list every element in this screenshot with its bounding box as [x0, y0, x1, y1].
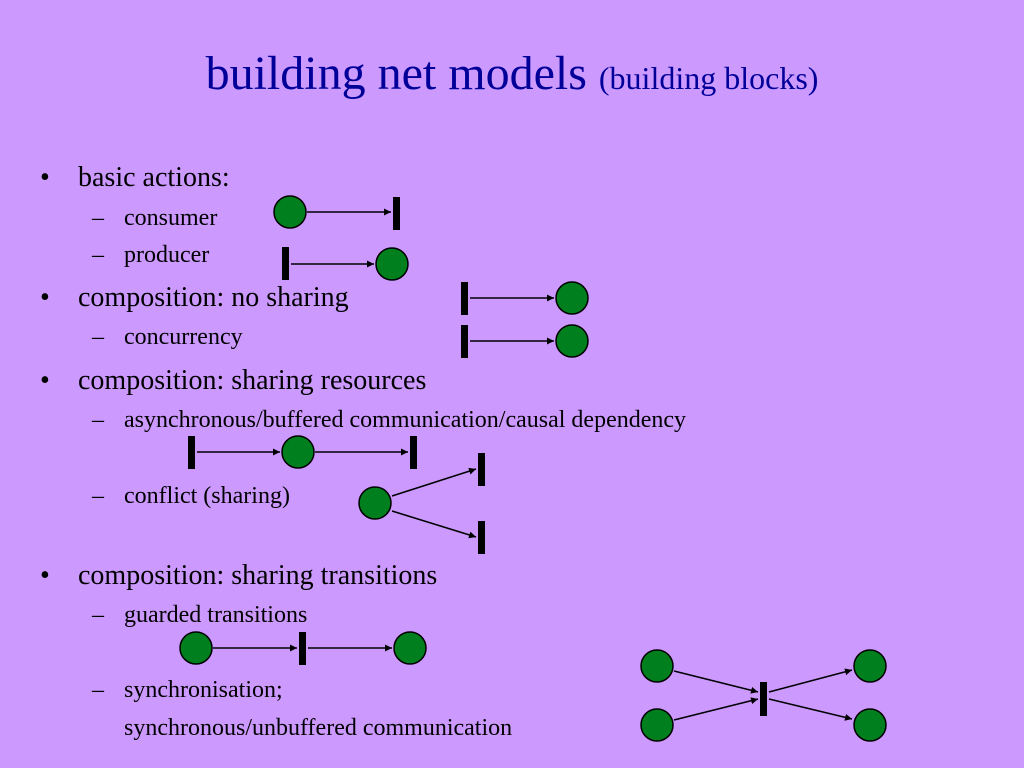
- subbullet-text: concurrency: [124, 324, 243, 350]
- place-circle: [555, 324, 589, 358]
- slide-title: building net models (building blocks): [0, 44, 1024, 108]
- transition-bar: [393, 197, 400, 230]
- bullet-composition-no-sharing: • composition: no sharing: [40, 281, 349, 315]
- bullet-text: basic actions:: [78, 162, 230, 193]
- place-circle: [640, 708, 674, 742]
- subbullet-concurrency: –concurrency: [92, 322, 243, 352]
- transition-bar: [282, 247, 289, 280]
- arc: [768, 668, 853, 693]
- dash-marker: –: [92, 602, 104, 628]
- subbullet-consumer: –consumer: [92, 203, 217, 233]
- bullet-text: composition: sharing resources: [78, 365, 427, 396]
- arc: [391, 467, 477, 497]
- subbullet-conflict: –conflict (sharing): [92, 481, 290, 511]
- dash-marker: –: [92, 324, 104, 350]
- dash-marker: –: [92, 205, 104, 231]
- place-circle: [640, 649, 674, 683]
- transition-bar: [299, 632, 306, 665]
- place-circle: [179, 631, 213, 665]
- bullet-text: composition: no sharing: [78, 282, 349, 313]
- title-sub: (building blocks): [598, 60, 819, 96]
- subbullet-text: synchronous/unbuffered communication: [124, 715, 513, 741]
- transition-bar: [461, 325, 468, 358]
- place-circle: [281, 435, 315, 469]
- bullet-basic-actions: • basic actions:: [40, 161, 230, 195]
- net-producer: [282, 247, 409, 281]
- dash-marker: –: [92, 483, 104, 509]
- subbullet-synchronisation: –synchronisation;: [92, 675, 283, 705]
- net-conflict: [358, 453, 485, 554]
- arc: [391, 510, 477, 539]
- place-circle: [358, 486, 392, 520]
- bullet-marker: •: [40, 282, 50, 313]
- subbullet-synchronisation-cont: synchronous/unbuffered communication: [124, 713, 512, 743]
- transition-bar: [188, 436, 195, 469]
- place-circle: [393, 631, 427, 665]
- transition-bar: [478, 453, 485, 486]
- dash-marker: –: [92, 242, 104, 268]
- bullet-marker: •: [40, 162, 50, 193]
- dash-marker: –: [92, 677, 104, 703]
- subbullet-guarded-transitions: –guarded transitions: [92, 600, 307, 630]
- subbullet-text: producer: [124, 242, 210, 268]
- subbullet-producer: –producer: [92, 240, 209, 270]
- place-circle: [853, 708, 887, 742]
- transition-bar: [461, 282, 468, 315]
- place-circle: [555, 281, 589, 315]
- place-circle: [273, 195, 307, 229]
- net-consumer: [273, 195, 400, 230]
- dash-marker: –: [92, 407, 104, 433]
- net-async-communication: [188, 435, 417, 469]
- place-circle: [853, 649, 887, 683]
- arc: [673, 670, 759, 694]
- place-circle: [375, 247, 409, 281]
- transition-bar: [478, 521, 485, 554]
- subbullet-text: synchronisation;: [124, 677, 283, 703]
- transition-bar: [410, 436, 417, 469]
- net-synchronisation: [640, 649, 887, 742]
- arc: [768, 698, 853, 721]
- subbullet-async-communication: –asynchronous/buffered communication/cau…: [92, 405, 686, 435]
- subbullet-text: asynchronous/buffered communication/caus…: [124, 407, 687, 433]
- net-concurrency: [461, 281, 589, 358]
- bullet-composition-sharing-transitions: • composition: sharing transitions: [40, 559, 437, 593]
- subbullet-text: guarded transitions: [124, 602, 308, 628]
- subbullet-text: consumer: [124, 205, 218, 231]
- bullet-marker: •: [40, 365, 50, 396]
- net-guarded-transitions: [179, 631, 427, 665]
- bullet-text: composition: sharing transitions: [78, 560, 438, 591]
- subbullet-text: conflict (sharing): [124, 483, 290, 509]
- bullet-composition-sharing-resources: • composition: sharing resources: [40, 364, 426, 398]
- arc: [673, 697, 759, 721]
- transition-bar: [760, 682, 767, 716]
- title-main: building net models: [205, 47, 587, 100]
- bullet-marker: •: [40, 560, 50, 591]
